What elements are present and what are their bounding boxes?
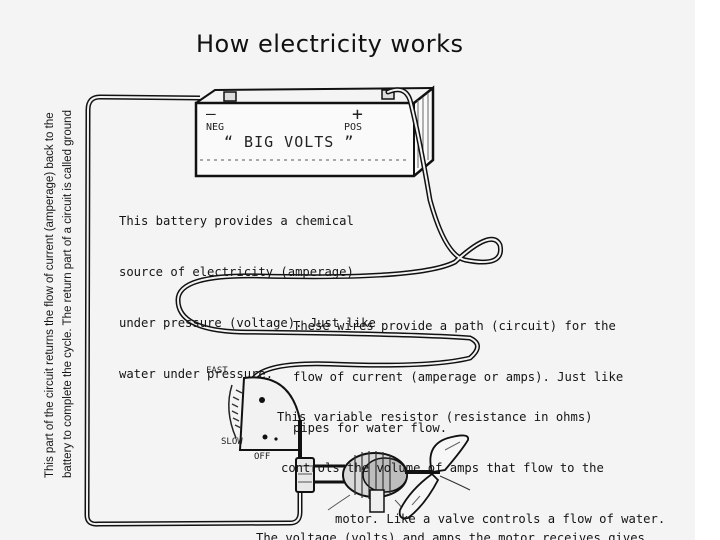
page-title: How electricity works [196, 30, 464, 58]
motor-icon [327, 451, 440, 521]
slow-label: SLOW [221, 437, 243, 447]
resistor-note: This variable resistor (resistance in oh… [277, 375, 665, 540]
wires-note: These wires provide a path (circuit) for… [293, 284, 623, 471]
battery-note-line: under pressure (voltage). Just like [119, 316, 376, 330]
battery-icon [194, 85, 435, 178]
battery-note-line: source of electricity (amperage) [119, 265, 354, 279]
negative-symbol: — [206, 104, 216, 123]
negative-label: NEG [206, 122, 225, 133]
battery-name: “ BIG VOLTS ” [224, 133, 355, 151]
battery-note-line: water under pressure. [119, 367, 274, 381]
right-margin [695, 0, 720, 540]
variable-resistor-icon [228, 376, 302, 470]
ground-note-line2: battery to complete the cycle. The retur… [62, 110, 74, 478]
fast-label: FAST [206, 366, 228, 376]
propeller-icon [398, 434, 471, 520]
battery-note-line: This battery provides a chemical [119, 214, 354, 228]
wires-note-line: pipes for water flow. [293, 421, 448, 435]
wire-connector-icon [295, 457, 345, 493]
positive-label: POS [344, 122, 363, 133]
wires-note-line: flow of current (amperage or amps). Just… [293, 370, 624, 384]
bottom-note: The voltage (volts) and amps the motor r… [256, 531, 645, 540]
resistor-note-line: motor. Like a valve controls a flow of w… [335, 512, 666, 526]
positive-symbol: + [352, 104, 363, 125]
ground-note-line1: This part of the circuit returns the flo… [44, 112, 56, 478]
resistor-note-line: controls the volume of amps that flow to… [281, 461, 604, 475]
battery-note: This battery provides a chemical source … [119, 179, 376, 417]
wires-note-line: These wires provide a path (circuit) for… [293, 319, 616, 333]
resistor-note-line: This variable resistor (resistance in oh… [277, 410, 593, 424]
off-label: OFF [254, 452, 271, 462]
